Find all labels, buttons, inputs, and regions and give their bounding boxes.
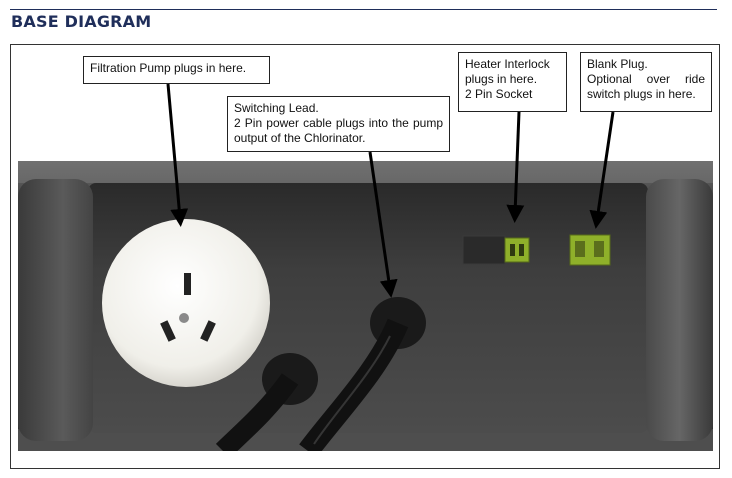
callout-line: Optional over ride switch plugs in here. — [587, 72, 705, 101]
base-unit-photo — [18, 161, 713, 451]
callout-line: Filtration Pump plugs in here. — [90, 61, 247, 75]
heater-interlock-socket — [504, 237, 530, 263]
callout-line: Blank Plug. — [587, 57, 648, 71]
callout-blank-plug: Blank Plug. Optional over ride switch pl… — [580, 52, 712, 112]
power-socket-icon — [102, 219, 270, 387]
callout-line: 2 Pin power cable plugs into the pump ou… — [234, 116, 443, 145]
pump-cable — [215, 373, 299, 451]
callout-line: Switching Lead. — [234, 101, 319, 115]
callout-switching-lead: Switching Lead. 2 Pin power cable plugs … — [227, 96, 450, 152]
page-title: BASE DIAGRAM — [11, 12, 152, 31]
callout-line: Heater Interlock — [465, 57, 550, 71]
callout-line: plugs in here. — [465, 72, 538, 86]
callout-filtration-pump: Filtration Pump plugs in here. — [83, 56, 270, 84]
callout-line: 2 Pin Socket — [465, 87, 533, 101]
callout-heater-interlock: Heater Interlock plugs in here. 2 Pin So… — [458, 52, 567, 112]
top-rule — [10, 9, 717, 10]
